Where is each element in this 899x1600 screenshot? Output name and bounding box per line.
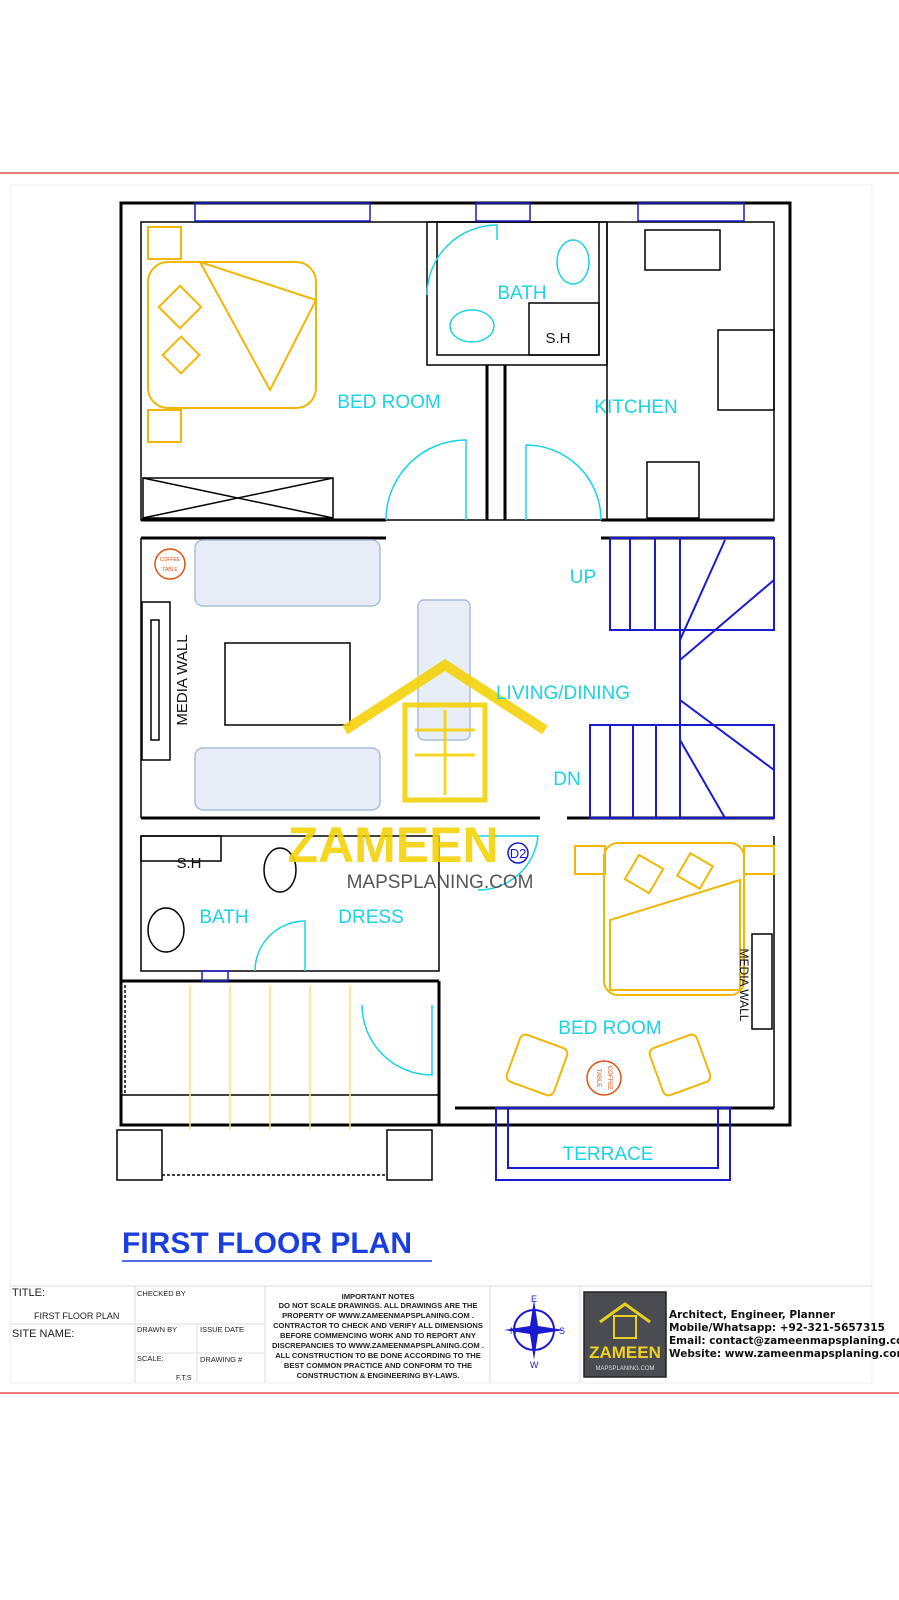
door-tag-circle (507, 842, 529, 864)
media-wall-2 (751, 933, 773, 1030)
windows (194, 202, 745, 982)
compass-icon: E N S W (504, 1294, 565, 1370)
media-wall-1 (141, 601, 171, 761)
title-block (10, 1285, 872, 1383)
scale-label: SCALE: (137, 1354, 164, 1363)
contact-email: Email: contact@zameenmapsplaning.com (669, 1335, 899, 1347)
site-name-label: SITE NAME: (12, 1328, 74, 1340)
label-up: UP (570, 567, 596, 588)
note-line: CONTRACTOR TO CHECK AND VERIFY ALL DIMEN… (273, 1321, 483, 1330)
notes-heading: IMPORTANT NOTES (342, 1292, 415, 1301)
watermark-site: MAPSPLANING.COM (347, 872, 534, 893)
toilet-2 (263, 847, 297, 893)
coffee-table-2 (586, 1060, 622, 1096)
label-living-dining: LIVING/DINING (496, 683, 630, 704)
label-kitchen: KITCHEN (594, 397, 677, 418)
label-dress: DRESS (338, 907, 403, 928)
note-line: DO NOT SCALE DRAWINGS. ALL DRAWINGS ARE … (279, 1301, 478, 1310)
coffee-table-1 (154, 548, 186, 580)
watermark-logo: ZAMEEN MAPSPLANING.COM (287, 659, 548, 893)
staircase (589, 537, 775, 819)
label-bed-room-2: BED ROOM (558, 1018, 661, 1039)
svg-text:E: E (531, 1294, 537, 1304)
label-media-wall-1: MEDIA WALL (174, 634, 191, 725)
kitchen-sink (644, 229, 721, 271)
toilet-1 (449, 309, 495, 343)
wardrobe-1 (142, 477, 334, 519)
label-bath-1: BATH (497, 283, 546, 304)
wash-basin-2 (147, 907, 185, 953)
label-terrace: TERRACE (563, 1144, 654, 1165)
svg-text:S: S (559, 1326, 565, 1336)
label-coffee-1: COFFEE (160, 557, 181, 563)
bed-2 (505, 842, 775, 1097)
label-sh-1: S.H (545, 330, 570, 347)
doors (254, 224, 602, 1076)
label-sh-2: S.H (176, 855, 201, 872)
stove (717, 329, 775, 411)
label-table-1: TABLE (162, 567, 178, 573)
label-bath-2: BATH (199, 907, 248, 928)
label-media-wall-2: MEDIA WALL (737, 949, 751, 1022)
note-line: ALL CONSTRUCTION TO BE DONE ACCORDING TO… (275, 1351, 481, 1360)
label-dn: DN (553, 769, 580, 790)
title-label: TITLE: (12, 1287, 45, 1299)
note-line: CONSTRUCTION & ENGINEERING BY-LAWS. (297, 1371, 460, 1380)
label-table-2: TABLE (595, 1069, 601, 1088)
plan-title: FIRST FLOOR PLAN (122, 1227, 412, 1260)
label-bed-room-1: BED ROOM (337, 392, 440, 413)
contact-website: Website: www.zameenmapsplaning.com (669, 1348, 899, 1360)
company-logo: ZAMEEN MAPSPLANING.COM (583, 1291, 667, 1378)
bed-1 (147, 226, 318, 443)
scale-value: F.T.S (176, 1375, 192, 1382)
drawing-number-label: DRAWING # (200, 1355, 243, 1364)
title-value: FIRST FLOOR PLAN (34, 1311, 119, 1321)
label-door-d2: D2 (510, 846, 527, 861)
watermark-name: ZAMEEN (287, 817, 498, 873)
checked-by-label: CHECKED BY (137, 1289, 186, 1298)
fridge (646, 461, 700, 519)
pergola (189, 985, 351, 1130)
label-coffee-2: COFFEE (606, 1066, 612, 1090)
drawn-by-label: DRAWN BY (137, 1325, 177, 1334)
svg-text:MAPSPLANING.COM: MAPSPLANING.COM (595, 1366, 654, 1372)
svg-text:W: W (530, 1360, 539, 1370)
issue-date-label: ISSUE DATE (200, 1325, 244, 1334)
svg-text:N: N (510, 1326, 517, 1336)
svg-text:ZAMEEN: ZAMEEN (589, 1343, 661, 1362)
note-line: BEFORE COMMENCING WORK AND TO REPORT ANY (280, 1331, 476, 1340)
wash-basin-1 (556, 239, 590, 285)
note-line: DISCREPANCIES TO WWW.ZAMEENMAPSPLANING.C… (272, 1341, 484, 1350)
note-line: BEST COMMON PRACTICE AND CONFORM TO THE (284, 1361, 472, 1370)
note-line: PROPERTY OF WWW.ZAMEENMAPSPLANING.COM . (282, 1311, 474, 1320)
sheet-frame (9, 184, 873, 1384)
contact-role: Architect, Engineer, Planner (669, 1309, 836, 1321)
contact-phone: Mobile/Whatsapp: +92-321-5657315 (669, 1322, 885, 1334)
